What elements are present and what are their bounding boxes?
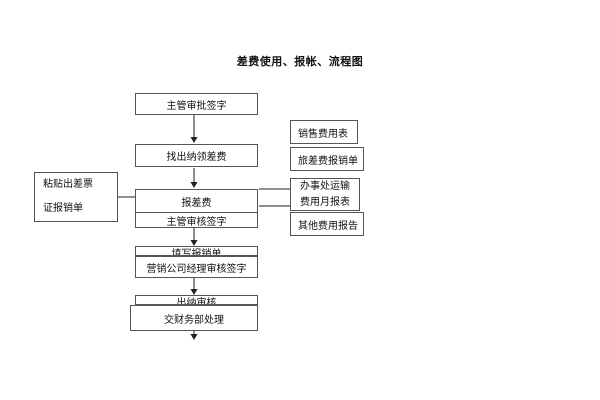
step-label: 填写报销单 (171, 249, 222, 256)
box-line: 费用月报表 (300, 196, 350, 208)
travel-reimbursement-form-box: 旅差费报销单 (290, 147, 364, 171)
step-supervisor-approval: 主管审批签字 (135, 93, 258, 115)
step-supervisor-review: 主管审核签字 (135, 212, 258, 228)
step-submit-expense: 报差费 (135, 189, 258, 213)
box-line: 办事处运输 (300, 180, 350, 192)
arrowhead (190, 289, 198, 295)
step-cashier-review: 出纳审核 (135, 295, 258, 305)
sales-expense-table-box: 销售费用表 (290, 120, 358, 144)
step-label: 主管审批签字 (166, 100, 227, 112)
step-label: 营销公司经理审核签字 (146, 263, 247, 275)
box-label: 旅差费报销单 (298, 155, 358, 167)
arrowhead (190, 334, 198, 340)
step-label: 找出纳领差费 (166, 152, 227, 163)
box-line: 粘贴出差票 (43, 179, 93, 190)
step-get-travel-advance: 找出纳领差费 (135, 144, 258, 167)
office-transport-report-box: 办事处运输 费用月报表 (290, 178, 360, 211)
step-finance-processing: 交财务部处理 (130, 305, 258, 331)
arrowhead (190, 182, 198, 188)
step-label: 出纳审核 (176, 298, 217, 305)
arrowhead (190, 240, 198, 246)
step-label: 报差费 (181, 197, 212, 209)
box-label: 销售费用表 (298, 128, 348, 140)
arrowhead (190, 137, 198, 143)
box-line: 证报销单 (43, 203, 83, 214)
box-label: 其他费用报告 (298, 220, 358, 232)
step-fill-reimbursement-form: 填写报销单 (135, 246, 258, 256)
attach-receipts-box: 粘贴出差票 证报销单 (34, 172, 118, 222)
step-manager-review: 营销公司经理审核签字 (135, 256, 258, 278)
step-label: 交财务部处理 (164, 314, 224, 326)
diagram-title: 差费使用、报帐、流程图 (236, 55, 364, 68)
step-label: 主管审核签字 (166, 216, 227, 228)
other-expense-report-box: 其他费用报告 (290, 212, 364, 236)
